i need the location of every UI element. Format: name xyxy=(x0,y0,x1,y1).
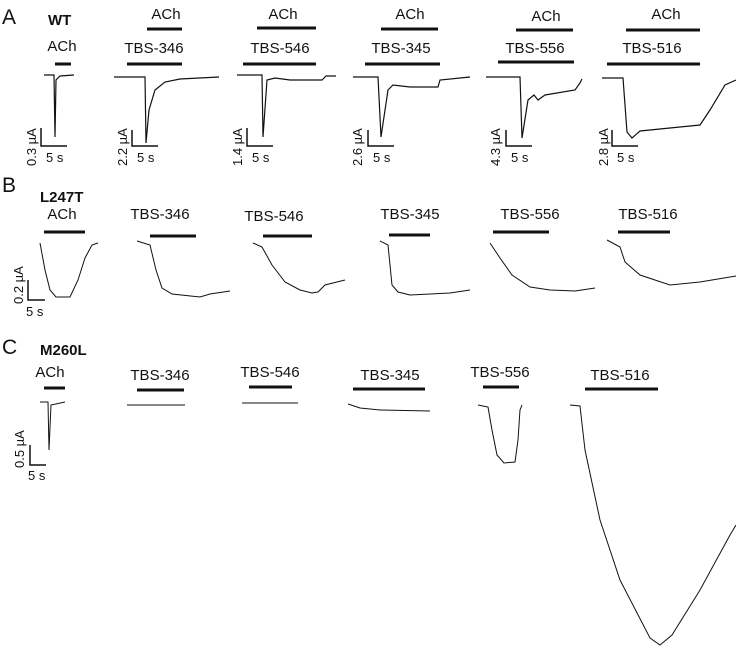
trace-l247t-tbs345 xyxy=(379,240,471,296)
trace-m260l-tbs516 xyxy=(569,404,736,646)
coapp-label: ACh xyxy=(395,6,425,23)
trace-m260l-tbs556 xyxy=(477,404,523,464)
scale-current-label: 1.4 µA xyxy=(230,128,245,166)
scale-bars-a xyxy=(40,128,638,147)
scale-bar-c xyxy=(29,445,46,466)
trace-wt-tbs546 xyxy=(237,74,336,138)
genotype-label-a: WT xyxy=(48,12,72,29)
trace-m260l-tbs345 xyxy=(347,403,431,412)
drug-label: TBS-516 xyxy=(622,40,682,57)
coapp-label: ACh xyxy=(268,6,298,23)
drug-label: TBS-556 xyxy=(470,364,530,381)
drug-label: ACh xyxy=(47,38,77,55)
scale-time-label: 5 s xyxy=(26,304,44,319)
drug-label: TBS-516 xyxy=(618,206,678,223)
scale-time-label: 5 s xyxy=(617,150,635,165)
drug-label: ACh xyxy=(47,206,77,223)
drug-label: TBS-345 xyxy=(371,40,431,57)
scale-time-label: 5 s xyxy=(511,150,529,165)
scale-current-label: 0.2 µA xyxy=(11,266,26,304)
drug-label: TBS-346 xyxy=(130,367,190,384)
coapp-label: ACh xyxy=(651,6,681,23)
drug-label: ACh xyxy=(35,364,65,381)
trace-wt-ach xyxy=(44,74,75,138)
drug-label: TBS-556 xyxy=(500,206,560,223)
trace-wt-tbs556 xyxy=(486,76,583,139)
scale-time-label: 5 s xyxy=(137,150,155,165)
application-bars-b xyxy=(44,230,670,238)
application-bars-a xyxy=(55,26,700,66)
drug-label: TBS-346 xyxy=(130,206,190,223)
scale-current-label: 2.8 µA xyxy=(596,128,611,166)
drug-label: TBS-546 xyxy=(250,40,310,57)
panel-letter-b: B xyxy=(2,174,17,197)
application-bars-c xyxy=(44,385,658,392)
coapp-label: ACh xyxy=(151,6,181,23)
trace-wt-tbs345 xyxy=(353,76,471,138)
drug-label: TBS-346 xyxy=(124,40,184,57)
genotype-label-c: M260L xyxy=(40,342,87,359)
panel-letter-a: A xyxy=(2,6,17,29)
drug-label: TBS-516 xyxy=(590,367,650,384)
drug-label: TBS-345 xyxy=(360,367,420,384)
scale-time-label: 5 s xyxy=(46,150,64,165)
scale-time-label: 5 s xyxy=(28,468,46,483)
trace-wt-tbs346 xyxy=(114,76,220,144)
current-traces-b xyxy=(39,239,736,298)
trace-l247t-tbs346 xyxy=(136,240,231,298)
scale-current-label: 4.3 µA xyxy=(488,128,503,166)
drug-label: TBS-546 xyxy=(240,364,300,381)
genotype-label-b: L247T xyxy=(40,189,84,206)
drug-label: TBS-345 xyxy=(380,206,440,223)
panel-letter-c: C xyxy=(2,336,18,359)
drug-label: TBS-546 xyxy=(244,208,304,225)
scale-current-label: 0.3 µA xyxy=(24,128,39,166)
scale-current-label: 2.6 µA xyxy=(350,128,365,166)
scale-time-label: 5 s xyxy=(373,150,391,165)
scale-current-label: 2.2 µA xyxy=(115,128,130,166)
trace-wt-tbs516 xyxy=(602,77,736,139)
drug-label: TBS-556 xyxy=(505,40,565,57)
trace-l247t-ach xyxy=(39,242,99,298)
scale-current-label: 0.5 µA xyxy=(12,430,27,468)
scale-bar-b xyxy=(27,280,45,301)
current-traces-a xyxy=(44,74,736,144)
trace-l247t-tbs516 xyxy=(606,239,736,286)
trace-l247t-tbs556 xyxy=(489,242,596,292)
scale-time-label: 5 s xyxy=(252,150,270,165)
trace-l247t-tbs546 xyxy=(252,242,346,294)
trace-m260l-ach xyxy=(40,401,66,451)
coapp-label: ACh xyxy=(531,8,561,25)
current-traces-c xyxy=(40,401,736,646)
